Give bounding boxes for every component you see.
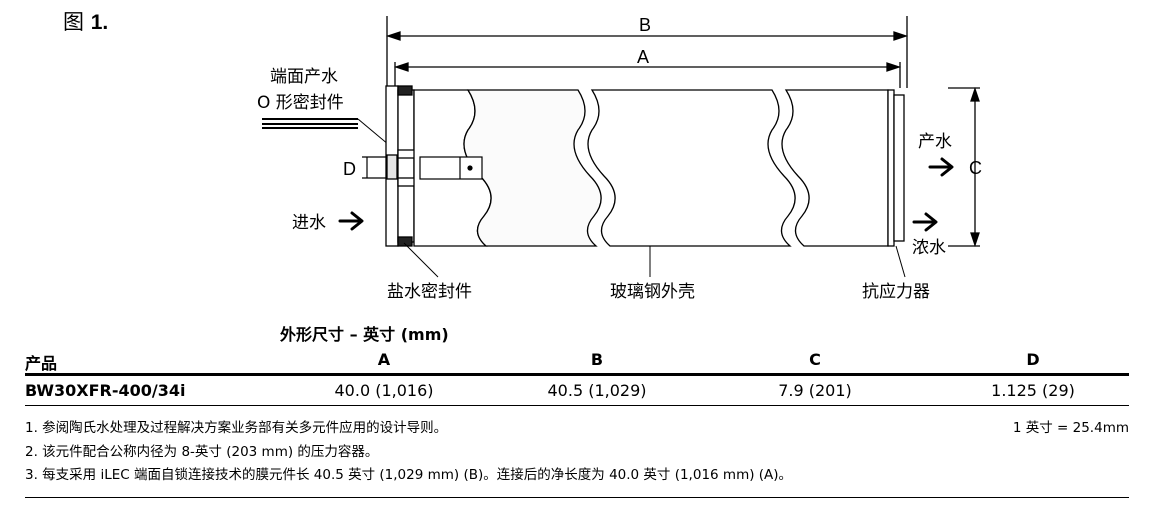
note-3: 3. 每支采用 iLEC 端面自锁连接技术的膜元件长 40.5 英寸 (1,02… xyxy=(25,467,793,483)
figure-label-prefix: 图 xyxy=(63,10,84,34)
dimension-c xyxy=(948,86,980,248)
flow-arrows xyxy=(338,157,954,232)
header-a: A xyxy=(377,350,391,369)
leader-lines xyxy=(403,242,906,278)
header-b: B xyxy=(590,350,604,369)
cell-c: 7.9 (201) xyxy=(778,381,852,400)
dimension-d-label: D xyxy=(343,159,356,179)
label-o-ring: O 形密封件 xyxy=(257,93,344,113)
dimension-a xyxy=(393,62,902,88)
unit-conversion-note: 1 英寸 = 25.4mm xyxy=(1012,420,1129,436)
cell-a: 40.0 (1,016) xyxy=(334,381,434,400)
label-fiberglass-shell: 玻璃钢外壳 xyxy=(610,282,695,302)
dimension-b xyxy=(385,16,909,88)
header-d: D xyxy=(1026,350,1040,369)
element-body xyxy=(413,89,905,247)
header-product: 产品 xyxy=(25,354,58,373)
label-permeate: 产水 xyxy=(918,132,952,152)
label-anti-telescoping-device: 抗应力器 xyxy=(862,282,930,302)
table-header-rule xyxy=(25,373,1129,376)
cell-b: 40.5 (1,029) xyxy=(547,381,647,400)
figure-label: 图 1. xyxy=(63,6,108,36)
table-title: 外形尺寸 – 英寸 (mm) xyxy=(280,325,449,344)
permeate-inner-tube xyxy=(419,156,483,180)
table-bottom-rule xyxy=(25,405,1129,406)
feed-end-cap xyxy=(385,85,421,247)
membrane-element-diagram: B A C D xyxy=(257,15,982,302)
product-tube xyxy=(262,118,396,151)
dimension-a-label: A xyxy=(637,47,649,67)
footer-rule xyxy=(25,497,1129,498)
label-brine-seal: 盐水密封件 xyxy=(387,282,472,302)
label-product-end: 端面产水 xyxy=(270,67,338,87)
note-1: 1. 参阅陶氏水处理及过程解决方案业务部有关多元件应用的设计导则。 xyxy=(25,420,448,436)
figure-label-number: 1. xyxy=(90,11,109,34)
dimension-c-label: C xyxy=(969,158,982,178)
header-c: C xyxy=(809,350,821,369)
dimension-b-label: B xyxy=(639,15,651,35)
note-2: 2. 该元件配合公称内径为 8-英寸 (203 mm) 的压力容器。 xyxy=(25,444,379,460)
cell-d: 1.125 (29) xyxy=(991,381,1075,400)
cell-product: BW30XFR-400/34i xyxy=(25,381,186,400)
label-feed: 进水 xyxy=(292,213,326,233)
label-concentrate: 浓水 xyxy=(912,238,946,258)
